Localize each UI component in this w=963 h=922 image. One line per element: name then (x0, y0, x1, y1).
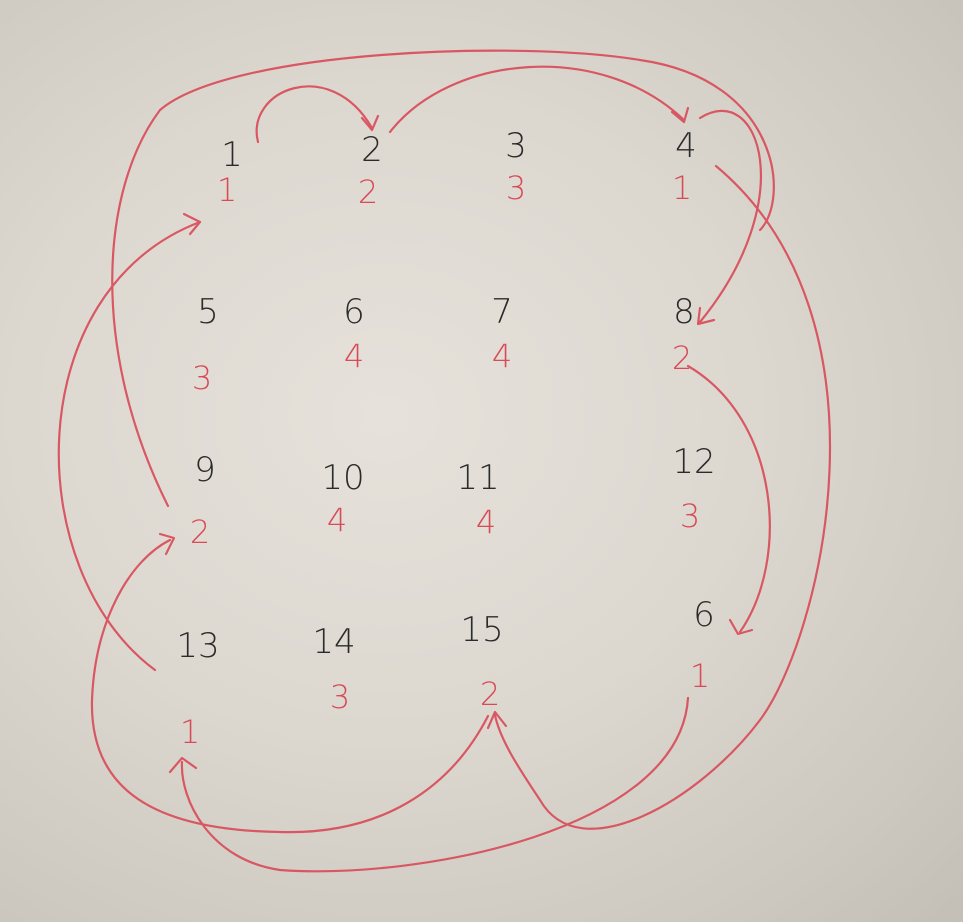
arrowhead-15 (486, 710, 508, 730)
cell-1-bottom: 1 (216, 171, 238, 209)
arrow-4-to-15 (493, 164, 832, 830)
cell-14-bottom: 3 (329, 678, 351, 716)
cell-3-bottom: 3 (505, 169, 527, 207)
cell-2-bottom: 2 (357, 173, 379, 211)
arrow-13-to-1 (57, 220, 202, 672)
cell-3-top: 3 (505, 126, 527, 166)
arrowhead-13 (168, 756, 198, 774)
arrow-16-to-13 (180, 696, 690, 873)
arrow-2-to-4 (388, 65, 686, 134)
cell-10-top: 10 (321, 458, 365, 498)
arrowhead-16 (728, 618, 754, 636)
arrowhead-2 (360, 114, 380, 132)
arrowhead-1 (182, 212, 202, 236)
cell-15-top: 15 (460, 610, 504, 650)
cell-11-top: 11 (456, 458, 500, 498)
cell-10-bottom: 4 (326, 501, 348, 539)
arrow-8-to-16 (686, 364, 771, 634)
cell-16-bottom: 1 (689, 657, 711, 695)
arrowhead-8 (696, 306, 716, 326)
cell-16-top: 6 (693, 595, 715, 635)
cell-14-top: 14 (312, 622, 356, 662)
arrowhead-9 (158, 532, 176, 556)
arrowhead-4 (670, 106, 690, 124)
cell-5-top: 5 (197, 292, 219, 332)
cell-9-bottom: 2 (189, 513, 211, 551)
arrow-9-up-loop (111, 49, 775, 508)
arrow-4-to-8 (698, 109, 762, 324)
cell-11-bottom: 4 (475, 503, 497, 541)
cell-12-top: 12 (672, 442, 716, 482)
cell-4-bottom: 1 (671, 169, 693, 207)
cell-7-top: 7 (491, 292, 513, 332)
cell-12-bottom: 3 (679, 497, 701, 535)
cell-15-bottom: 2 (479, 675, 501, 713)
cell-8-top: 8 (673, 292, 695, 332)
cell-13-bottom: 1 (179, 713, 201, 751)
cell-6-top: 6 (343, 292, 365, 332)
cell-7-bottom: 4 (491, 337, 513, 375)
cell-5-bottom: 3 (191, 359, 213, 397)
cell-8-bottom: 2 (671, 339, 693, 377)
cell-1-top: 1 (221, 135, 243, 175)
cell-9-top: 9 (194, 450, 216, 490)
cell-6-bottom: 4 (343, 337, 365, 375)
cell-4-top: 4 (675, 126, 697, 166)
arrow-15-to-9 (90, 538, 490, 834)
cell-13-top: 13 (176, 626, 220, 666)
arrow-1-to-2 (255, 85, 374, 144)
cell-2-top: 2 (361, 130, 383, 170)
